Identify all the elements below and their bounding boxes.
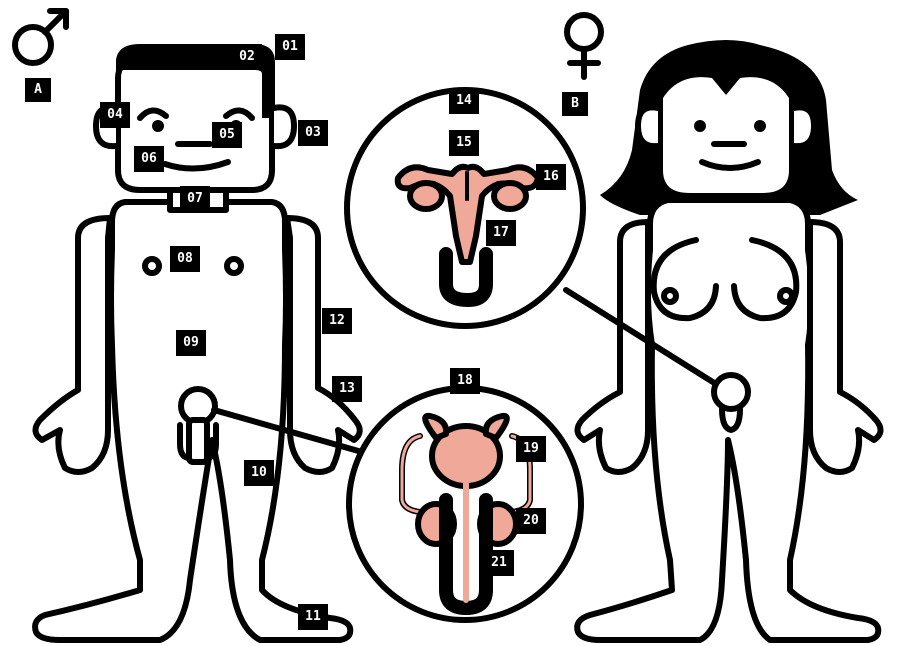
label-13: 13 bbox=[332, 376, 362, 402]
label-05: 05 bbox=[212, 122, 242, 148]
sex-label-a: A bbox=[25, 78, 51, 102]
male-right-ear bbox=[274, 107, 294, 146]
female-figure bbox=[577, 40, 880, 640]
label-12: 12 bbox=[322, 308, 352, 334]
label-20: 20 bbox=[516, 508, 546, 534]
label-18: 18 bbox=[450, 368, 480, 394]
label-01: 01 bbox=[275, 34, 305, 60]
label-21: 21 bbox=[484, 550, 514, 576]
female-right-arm bbox=[810, 222, 881, 472]
label-09: 09 bbox=[176, 330, 206, 356]
female-crotch-circle bbox=[714, 375, 748, 409]
female-left-arm bbox=[577, 222, 648, 472]
label-16: 16 bbox=[536, 164, 566, 190]
label-17: 17 bbox=[486, 220, 516, 246]
female-reproductive-inset bbox=[347, 90, 583, 326]
label-03: 03 bbox=[298, 120, 328, 146]
female-symbol-icon bbox=[567, 15, 601, 77]
label-04: 04 bbox=[100, 102, 130, 128]
label-02: 02 bbox=[232, 44, 262, 70]
label-11: 11 bbox=[298, 604, 328, 630]
male-reproductive-inset bbox=[349, 388, 581, 620]
label-10: 10 bbox=[244, 460, 274, 486]
label-14: 14 bbox=[449, 88, 479, 114]
label-15: 15 bbox=[449, 130, 479, 156]
label-07: 07 bbox=[180, 186, 210, 212]
male-left-arm bbox=[35, 218, 110, 472]
label-19: 19 bbox=[516, 436, 546, 462]
sex-label-b: B bbox=[562, 92, 588, 116]
male-symbol-icon bbox=[15, 11, 66, 63]
label-08: 08 bbox=[170, 246, 200, 272]
label-06: 06 bbox=[134, 146, 164, 172]
